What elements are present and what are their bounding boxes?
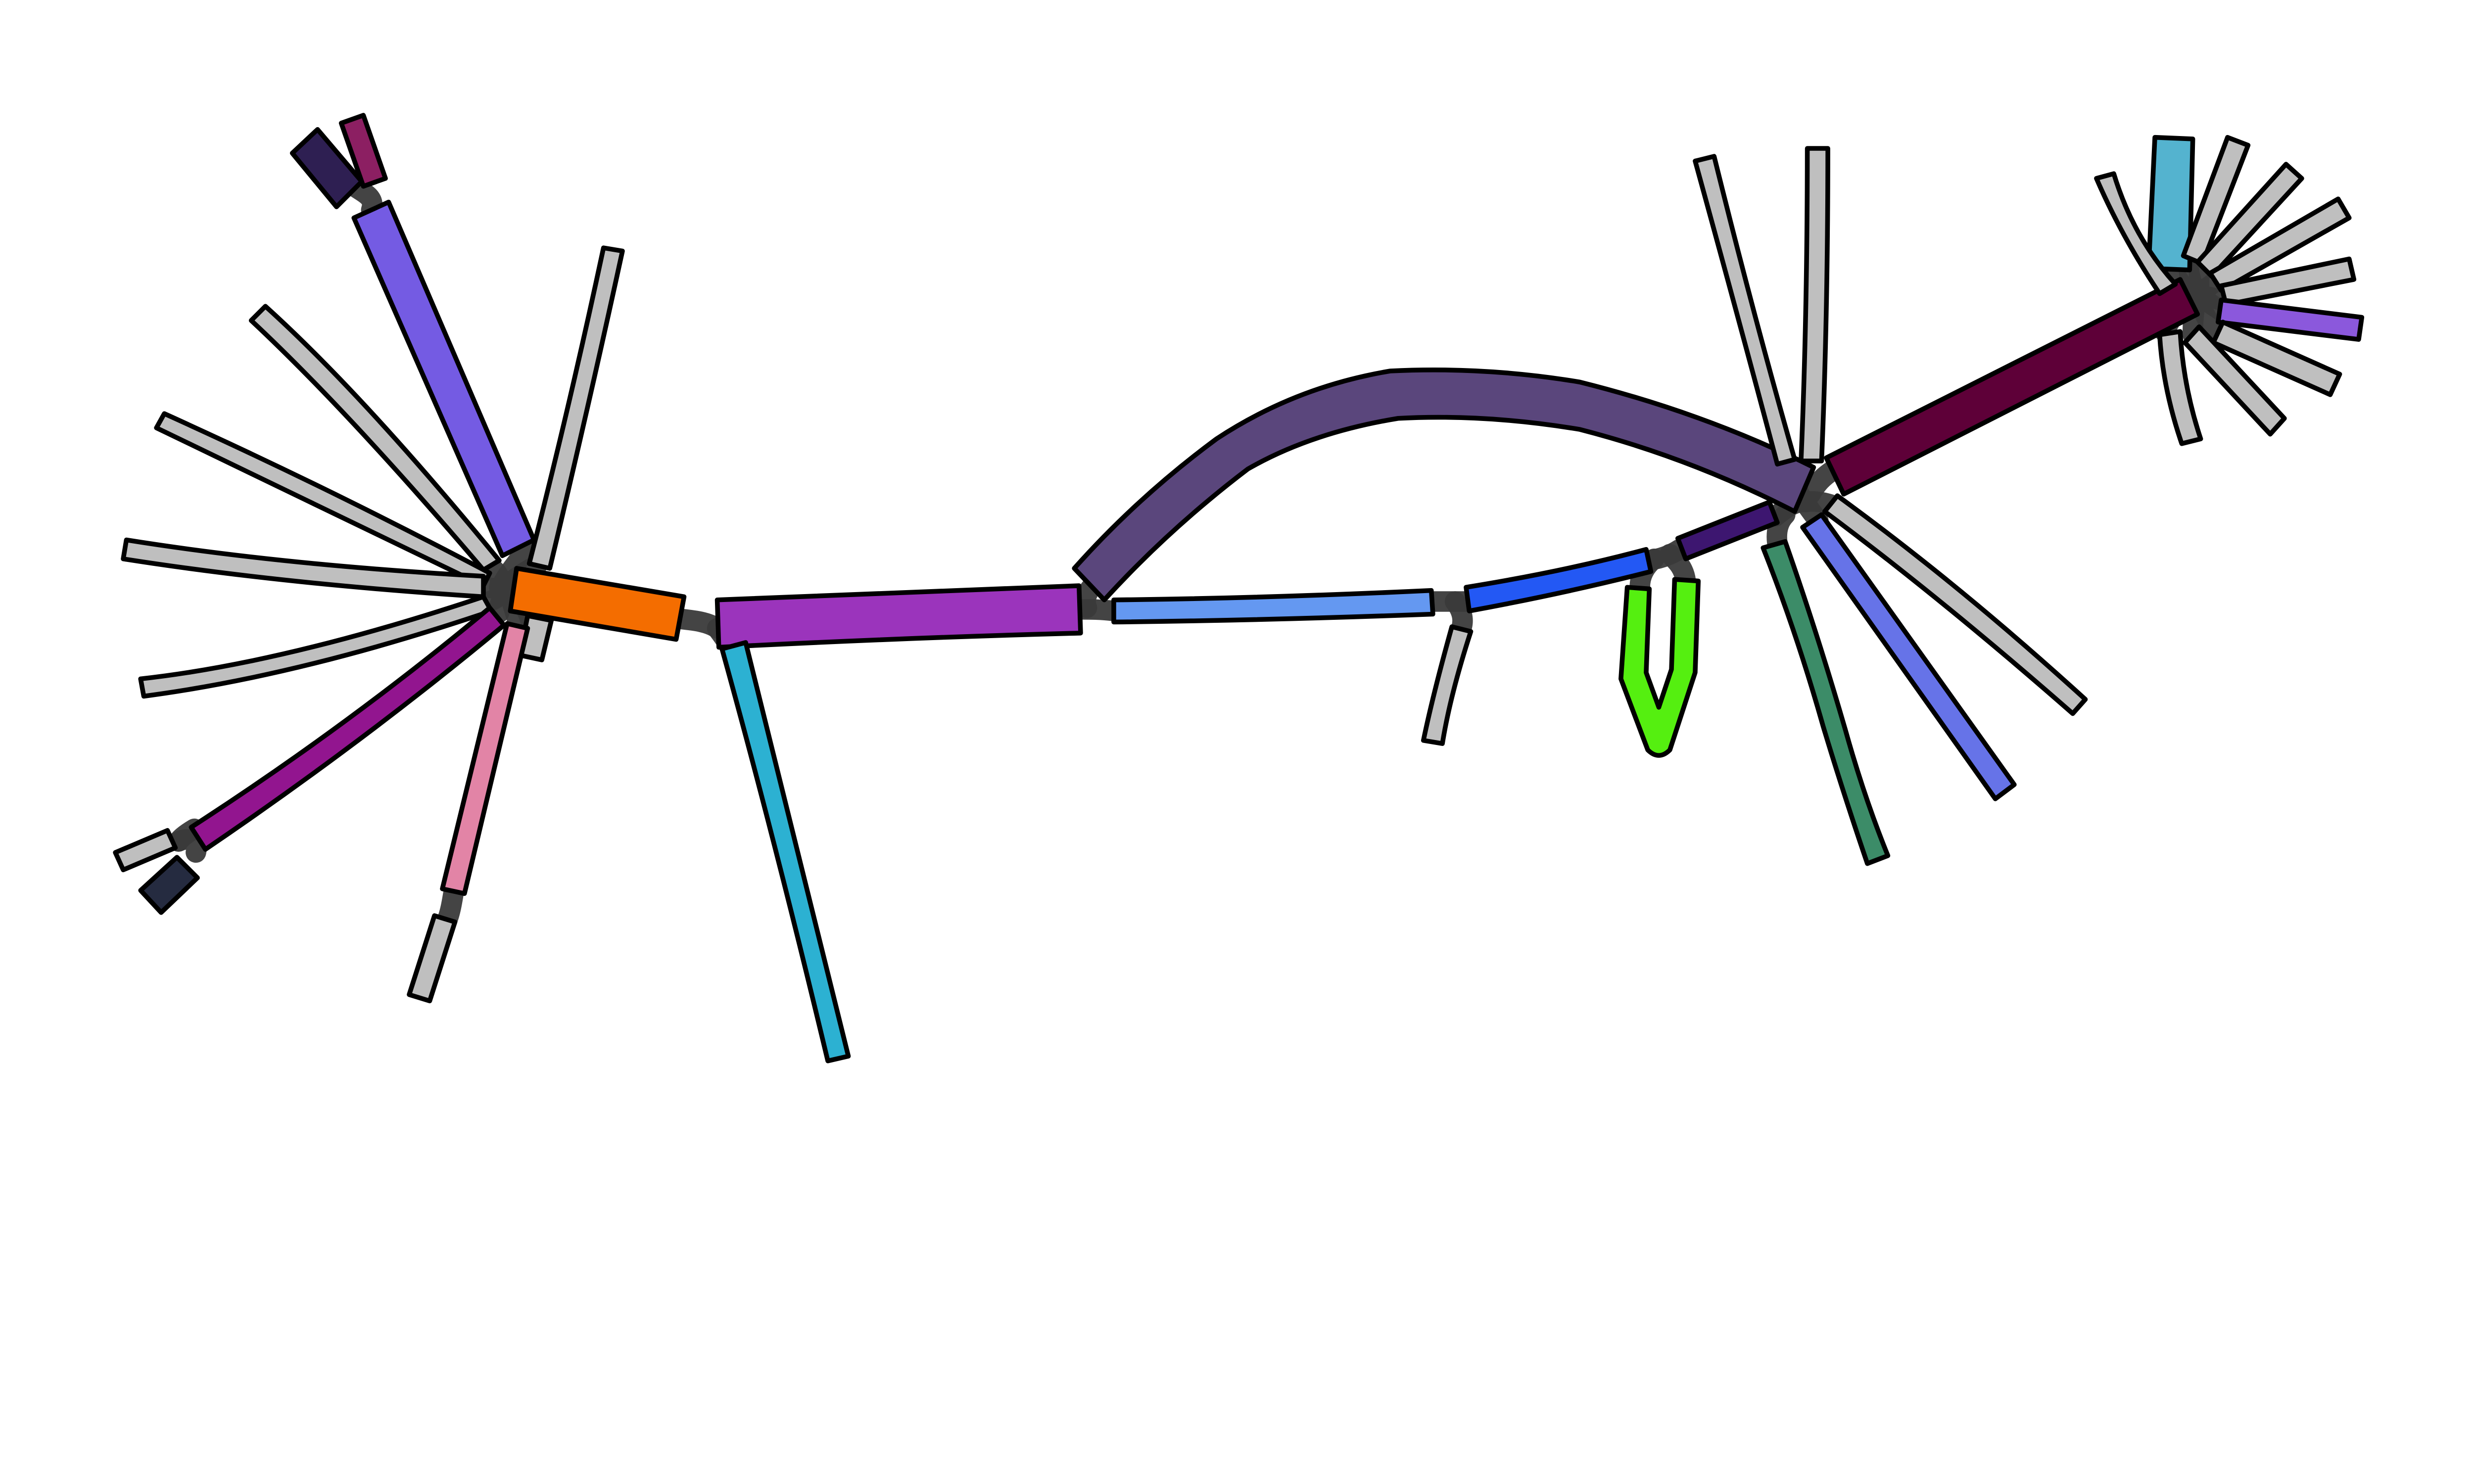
left-grey-stub [113, 828, 178, 873]
right-grey-3 [1822, 493, 2088, 716]
left-dark-stub [138, 855, 200, 915]
fan-grey-1 [2094, 171, 2178, 296]
right-grey-2 [1799, 146, 1830, 464]
graph-segments [113, 113, 2365, 1064]
fan-teal [2146, 135, 2195, 273]
left-grey-1 [248, 304, 502, 572]
dark-purple-arc [1072, 368, 1816, 603]
fan-violet [2215, 297, 2365, 342]
wine-segment [1824, 277, 2200, 497]
cyan-branch [719, 640, 851, 1064]
orange-segment [508, 566, 687, 642]
left-magenta-segment [189, 605, 507, 852]
fan-grey-7 [2182, 324, 2287, 437]
link [1660, 544, 1696, 592]
left-grey-tail [407, 913, 458, 1004]
teal-green-branch [1760, 539, 1891, 866]
indigo-segment [1675, 500, 1780, 561]
purple-segment [714, 583, 1083, 650]
link [1766, 504, 1796, 554]
right-grey-1 [1693, 154, 1797, 467]
link [1800, 460, 1843, 505]
blue-segment [1464, 547, 1654, 613]
left-grey-tall [526, 245, 625, 571]
mid-grey-stub [1421, 624, 1474, 746]
tl-maroon-block [338, 113, 388, 189]
right-blue-branch [1800, 512, 2017, 801]
left-grey-3 [121, 537, 486, 600]
green-hairpin [1618, 577, 1701, 758]
fan-grey-8 [2157, 329, 2203, 446]
light-blue-segment [1111, 588, 1435, 625]
link [436, 883, 464, 931]
fan-grey-6 [2211, 320, 2342, 397]
left-grey-2 [154, 411, 492, 588]
left-pink-segment [440, 621, 530, 896]
link [1444, 591, 1473, 639]
